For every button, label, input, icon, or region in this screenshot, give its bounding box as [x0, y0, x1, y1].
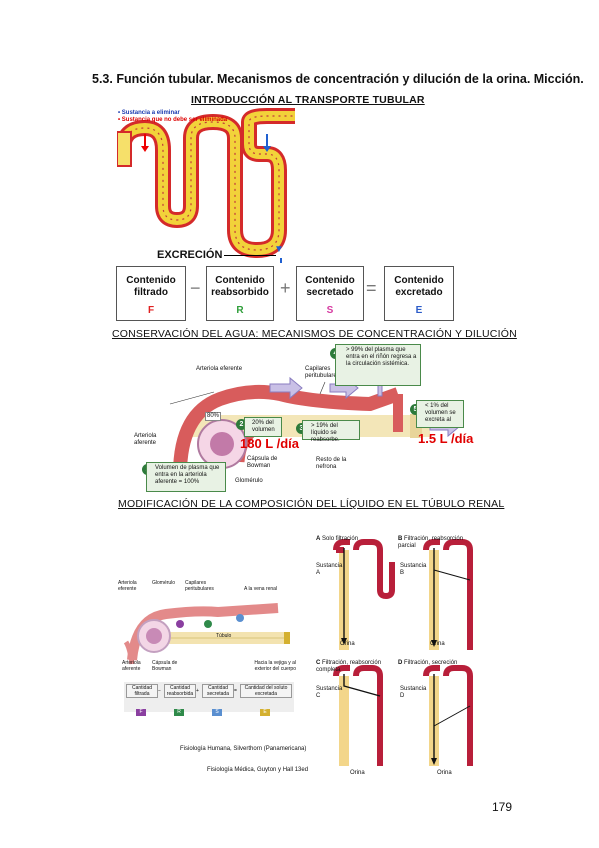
volume-180: 180 L /día: [240, 436, 300, 451]
sum-term-filtrada: Cantidad filtrada: [126, 684, 158, 698]
panel-c-orina: Orina: [350, 770, 365, 776]
sum-chip-f-wrap: F: [136, 700, 146, 718]
callout-2: 20% del volumen: [244, 417, 282, 437]
panel-b-substance: Sustancia B: [400, 563, 427, 576]
comp-capsula: Cápsula de Bowman: [152, 660, 178, 672]
down-arrow-icon: ▼: [274, 244, 284, 255]
panel-c-title-text: Filtración, reabsorción completa: [316, 660, 382, 673]
panel-b-title: B Filtración, reabsorción parcial: [398, 536, 478, 550]
comp-vena: A la vena renal: [244, 586, 278, 592]
comp-capilares: Capilares peritubulares: [185, 580, 214, 592]
water-subtitle: CONSERVACIÓN DEL AGUA: MECANISMOS DE CON…: [112, 328, 517, 340]
section-title: 5.3. Función tubular. Mecanismos de conc…: [92, 72, 584, 86]
legend-eliminate-label: Sustancia a eliminar: [121, 110, 180, 116]
comp-arteriola-aferente: Arteriola aferente: [122, 660, 141, 672]
callout-4: > 99% del plasma que entra en el riñón r…: [335, 344, 421, 386]
panel-b-title-text: Filtración, reabsorción parcial: [398, 536, 464, 549]
volume-1-5: 1.5 L /día: [418, 431, 474, 446]
panel-a-title: A Solo filtración: [316, 536, 358, 543]
water-arteriola-aferente: Arteriola aferente: [134, 433, 157, 446]
panel-a-letter: A: [316, 536, 321, 542]
panel-a-orina: Orina: [340, 641, 355, 647]
water-arteriola-eferente: Arteriola eferente: [196, 366, 243, 372]
water-capsula: Cápsula de Bowman: [247, 456, 278, 469]
sum-chip-e-wrap: E: [260, 700, 270, 718]
box-filtrado-letter: F: [147, 305, 155, 316]
callout-5: < 1% del volumen se excreta al: [416, 400, 464, 428]
panel-d-title: D Filtración, secreción: [398, 660, 478, 667]
op-equals: =: [366, 278, 377, 298]
panel-d-orina: Orina: [437, 770, 452, 776]
panel-c-substance: Sustancia C: [316, 686, 343, 699]
legend-eliminate: • Sustancia a eliminar: [118, 110, 180, 116]
callout-1: Volumen de plasma que entra en la arteri…: [146, 462, 226, 492]
sum-chip-s: S: [212, 709, 222, 716]
box-secretado-letter: S: [326, 305, 334, 316]
comp-glomerulo: Glomérulo: [152, 580, 176, 586]
box-reabsorbido-label: Contenido reabsorbido: [211, 275, 269, 298]
panels-grid: [310, 536, 490, 776]
legend-not-eliminate: • Sustancia que no debe ser eliminada: [118, 117, 228, 123]
excretion-label: EXCRECIÓN: [157, 249, 223, 261]
sum-op-equals: =: [234, 688, 237, 694]
sum-chip-r-wrap: R: [174, 700, 184, 718]
water-resto: Resto de la nefrona: [316, 457, 347, 470]
panel-b-letter: B: [398, 536, 403, 542]
sum-chip-e: E: [260, 709, 270, 716]
comp-vejiga: Hacia la vejiga y al exterior del cuerpo: [254, 660, 296, 672]
sum-term-excretada: Cantidad del soluto excretada: [240, 684, 292, 698]
page-number: 179: [492, 800, 513, 814]
box-reabsorbido: Contenido reabsorbido R: [206, 266, 274, 321]
composition-subtitle: MODIFICACIÓN DE LA COMPOSICIÓN DEL LÍQUI…: [118, 498, 505, 510]
intro-subtitle: INTRODUCCIÓN AL TRANSPORTE TUBULAR: [191, 94, 425, 106]
sum-op-minus: −: [158, 688, 161, 694]
sum-chip-f: F: [136, 709, 146, 716]
panel-b-orina: Orina: [430, 641, 445, 647]
box-reabsorbido-letter: R: [236, 305, 244, 316]
callout-3-number: 3: [296, 423, 307, 434]
panel-d-title-text: Filtración, secreción: [404, 660, 458, 666]
box-secretado: Contenido secretado S: [296, 266, 364, 321]
op-plus: +: [280, 278, 291, 298]
panel-c-title: C Filtración, reabsorción completa: [316, 660, 396, 674]
panel-c-letter: C: [316, 660, 321, 666]
box-excretado-letter: E: [415, 305, 423, 316]
sum-term-reabsorbida: Cantidad reabsorbida: [164, 684, 196, 698]
box-secretado-label: Contenido secretado: [305, 275, 355, 298]
panel-a-substance: Sustancia A: [316, 563, 343, 576]
panel-d-substance: Sustancia D: [400, 686, 427, 699]
sum-chip-s-wrap: S: [212, 700, 222, 718]
water-glomerulo: Glomérulo: [235, 478, 263, 484]
callout-3: > 19% del líquido se reabsorbe.: [302, 420, 360, 443]
op-minus: −: [190, 278, 201, 298]
callout-5-number: 5: [410, 404, 421, 415]
box-filtrado-label: Contenido filtrado: [126, 275, 176, 298]
sum-term-secretada: Cantidad secretada: [202, 684, 234, 698]
sum-chip-r: R: [174, 709, 184, 716]
panel-a-title-text: Solo filtración: [322, 536, 359, 542]
source-silverthorn: Fisiología Humana, Silverthorn (Panameri…: [180, 746, 307, 752]
panel-d-letter: D: [398, 660, 403, 666]
tubule-diagram: [115, 108, 302, 263]
comp-tubulo: Túbulo: [216, 633, 232, 639]
water-capilares: Capilares peritubulares: [305, 366, 340, 379]
water-pct80: 80%: [205, 412, 222, 421]
nephron-composition-diagram: [118, 582, 298, 692]
box-filtrado: Contenido filtrado F: [116, 266, 186, 321]
source-guyton: Fisiología Médica, Guyton y Hall 13ed: [207, 767, 309, 773]
callout-2-number: 2: [236, 419, 247, 430]
sum-op-plus: +: [196, 688, 199, 694]
excretion-arrow-line: [224, 255, 276, 256]
box-excretado-label: Contenido excretado: [394, 275, 444, 298]
legend-not-eliminate-label: Sustancia que no debe ser eliminada: [121, 117, 228, 123]
comp-arteriola-eferente: Arteriola eferente: [118, 580, 137, 592]
box-excretado: Contenido excretado E: [384, 266, 454, 321]
